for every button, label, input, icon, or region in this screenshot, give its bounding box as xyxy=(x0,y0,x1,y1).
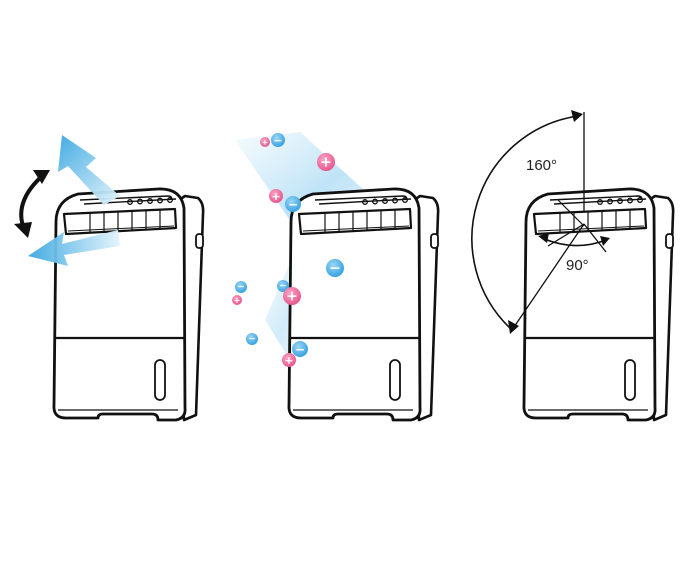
ion-sign: − xyxy=(288,198,298,212)
ion-bubble xyxy=(285,196,301,212)
ion-sign: − xyxy=(295,343,305,357)
minus-ion-icon: − xyxy=(285,196,301,212)
ion-bubble xyxy=(246,333,258,345)
plus-ion-icon: + xyxy=(269,189,283,203)
minus-ion-icon: − xyxy=(271,133,285,147)
horizontal-swing-arc xyxy=(541,237,607,247)
ion-sign: + xyxy=(234,296,241,305)
plus-ion-icon: + xyxy=(260,137,270,147)
ion-bubble xyxy=(292,341,308,357)
minus-ion-icon: − xyxy=(235,281,247,293)
ion-bubble xyxy=(269,189,283,203)
air-cooler-unit-3 xyxy=(522,187,675,422)
ion-bubble xyxy=(277,280,289,292)
ion-bubble xyxy=(317,153,335,171)
ion-sign: + xyxy=(320,155,332,171)
ion-sign: − xyxy=(248,335,256,345)
ion-sign: + xyxy=(271,190,280,203)
vertical-angle-label: 160° xyxy=(526,157,557,174)
ion-sign: − xyxy=(237,283,245,293)
plus-ion-icon: + xyxy=(232,295,242,305)
minus-ion-icon: − xyxy=(277,280,289,292)
airflow-arrow-down xyxy=(28,230,120,266)
ion-sign: − xyxy=(279,282,287,292)
minus-ion-icon: − xyxy=(246,333,258,345)
minus-ion-icon: − xyxy=(292,341,308,357)
minus-ion-icon: − xyxy=(326,259,344,277)
ion-bubble xyxy=(326,259,344,277)
ion-sign: + xyxy=(284,354,293,367)
air-cooler-unit-2 xyxy=(287,187,440,422)
ion-bubble xyxy=(235,281,247,293)
plus-ion-icon: + xyxy=(282,353,296,367)
horizontal-angle-line-center xyxy=(557,199,585,227)
airflow-arrow-up xyxy=(58,135,120,205)
arc-arrowhead-bottom xyxy=(508,320,519,334)
ion-bubble xyxy=(271,133,285,147)
panel-ion-release: −+++−−−+−+−−+ xyxy=(232,132,440,422)
ion-sign: − xyxy=(329,261,341,277)
ion-bubble xyxy=(232,295,242,305)
ion-cluster: −+++−−−+−+−−+ xyxy=(232,133,344,367)
arc-arrowhead-top xyxy=(571,110,583,122)
ion-bubble xyxy=(283,287,301,305)
ion-bubble xyxy=(282,353,296,367)
plus-ion-icon: + xyxy=(283,287,301,305)
plus-ion-icon: + xyxy=(317,153,335,171)
air-cooler-unit-1 xyxy=(52,187,205,422)
curved-double-arrow-icon xyxy=(14,170,50,238)
ion-sign: + xyxy=(262,138,269,147)
horizontal-angle-label: 90° xyxy=(566,257,589,274)
horizontal-arc-arrowhead-right xyxy=(600,236,610,246)
panel-louver-angles: 160° 90° xyxy=(471,110,675,422)
panel-swing-airflow xyxy=(14,135,205,422)
ion-sign: + xyxy=(286,289,298,305)
horizontal-angle-line-right xyxy=(583,223,607,253)
horizontal-arc-arrowhead-left xyxy=(538,233,549,243)
ion-bubble xyxy=(260,137,270,147)
vertical-angle-limit-line xyxy=(511,223,585,331)
vertical-swing-arc xyxy=(471,115,579,331)
ion-sign: − xyxy=(273,134,282,147)
